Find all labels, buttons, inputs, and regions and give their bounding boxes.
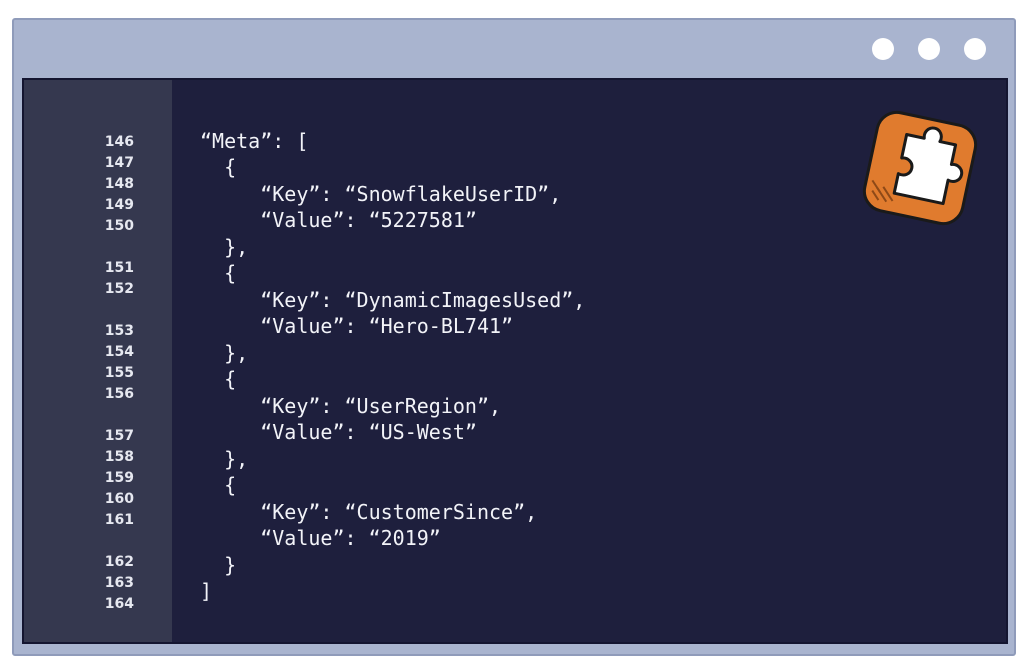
- line-number: 150: [104, 218, 134, 234]
- code-line[interactable]: “Value”: “Hero-BL741”: [200, 314, 514, 338]
- code-line[interactable]: “Meta”: [: [200, 129, 309, 153]
- line-number: 163: [104, 575, 134, 591]
- app-window: 146 147 148 149 150 151 152 153 154 155 …: [12, 18, 1016, 656]
- code-line[interactable]: },: [200, 235, 249, 259]
- puzzle-piece-icon: [856, 104, 984, 232]
- code-line[interactable]: ]: [200, 579, 213, 603]
- window-control-dot[interactable]: [872, 38, 894, 60]
- code-line[interactable]: },: [200, 341, 249, 365]
- line-number: 160: [104, 491, 134, 507]
- code-line[interactable]: }: [200, 553, 237, 577]
- line-number: 164: [104, 596, 134, 612]
- code-line[interactable]: {: [200, 261, 237, 285]
- code-line[interactable]: “Key”: “DynamicImagesUsed”,: [200, 288, 586, 312]
- line-number-gutter: 146 147 148 149 150 151 152 153 154 155 …: [24, 80, 172, 642]
- code-line[interactable]: “Value”: “US-West”: [200, 420, 477, 444]
- line-number: 153: [104, 323, 134, 339]
- line-number: 146: [104, 134, 134, 150]
- line-number: 152: [104, 281, 134, 297]
- line-number: 154: [104, 344, 134, 360]
- line-number: 158: [104, 449, 134, 465]
- window-controls: [872, 38, 986, 60]
- line-number: 157: [104, 428, 134, 444]
- line-number: 155: [104, 365, 134, 381]
- code-line[interactable]: “Key”: “UserRegion”,: [200, 394, 502, 418]
- line-number: 147: [104, 155, 134, 171]
- code-line[interactable]: },: [200, 447, 249, 471]
- code-line[interactable]: {: [200, 155, 237, 179]
- line-number: 159: [104, 470, 134, 486]
- code-line[interactable]: {: [200, 473, 237, 497]
- line-number: 156: [104, 386, 134, 402]
- code-line[interactable]: “Value”: “2019”: [200, 526, 441, 550]
- code-editor: 146 147 148 149 150 151 152 153 154 155 …: [22, 78, 1008, 644]
- line-number: 148: [104, 176, 134, 192]
- code-line[interactable]: “Key”: “CustomerSince”,: [200, 500, 538, 524]
- line-number: 162: [104, 554, 134, 570]
- line-number: 161: [104, 512, 134, 528]
- code-line[interactable]: “Key”: “SnowflakeUserID”,: [200, 182, 562, 206]
- code-line[interactable]: {: [200, 367, 237, 391]
- line-number: 151: [104, 260, 134, 276]
- line-number: 149: [104, 197, 134, 213]
- window-control-dot[interactable]: [964, 38, 986, 60]
- window-control-dot[interactable]: [918, 38, 940, 60]
- code-line[interactable]: “Value”: “5227581”: [200, 208, 477, 232]
